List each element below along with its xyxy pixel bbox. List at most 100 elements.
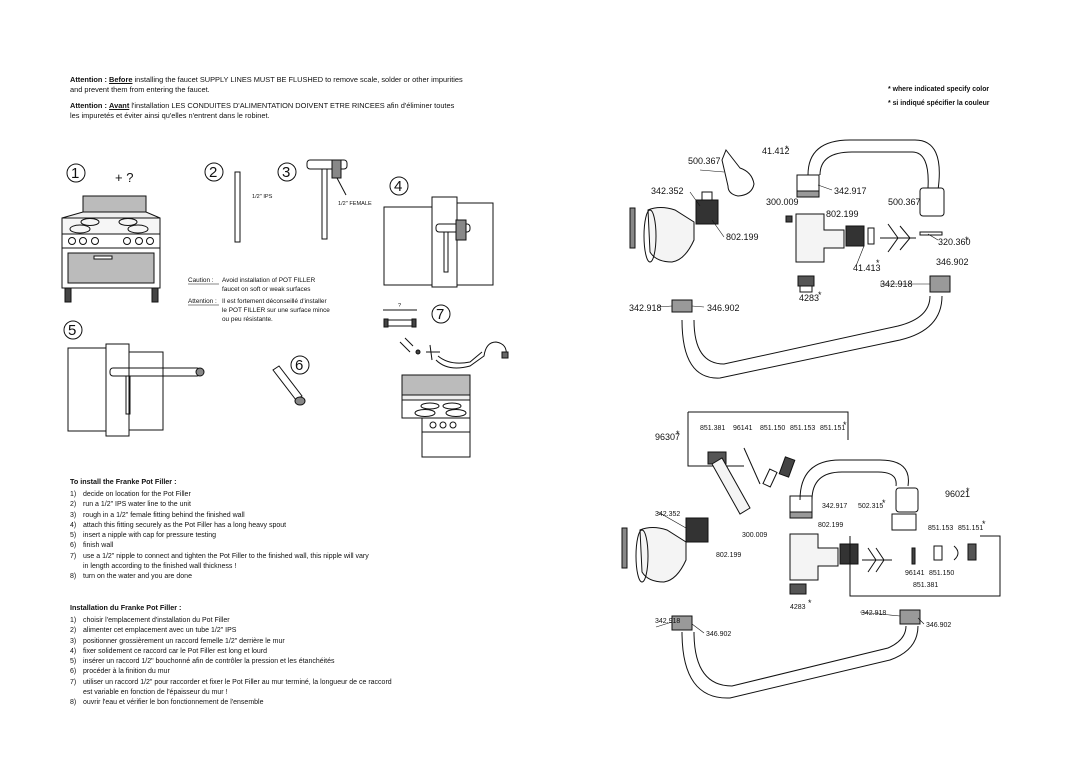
- install-fr-step: 2)alimenter cet emplacement avec un tube…: [70, 627, 237, 635]
- install-fr-step: 5)insérer un raccord 1/2" bouchonné afin…: [70, 658, 335, 666]
- install-en-step: 6)finish wall: [70, 542, 114, 550]
- part-851-381-b: 851.381: [913, 582, 938, 589]
- part-851-153-b: 851.153: [928, 525, 953, 532]
- wall-fitting-illustration: [383, 196, 494, 288]
- part-300-009-b: 300.009: [742, 532, 767, 539]
- caution-fr-line2: le POT FILLER sur une surface mince: [222, 307, 330, 314]
- part-342-917-b: 342.917: [822, 503, 847, 510]
- supply-pipe: [234, 171, 241, 243]
- part-342-352: 342.352: [651, 186, 684, 196]
- stove-illustration: [61, 195, 161, 303]
- attention-en-line1: installing the faucet SUPPLY LINES MUST …: [134, 75, 463, 84]
- install-en-step: 5)insert a nipple with cap for pressure …: [70, 532, 217, 540]
- step-number-7: 7: [436, 306, 444, 323]
- part-502-315: 502.315: [858, 503, 883, 510]
- part-41-412: 41.412: [762, 146, 790, 156]
- install-en-title: To install the Franke Pot Filler :: [70, 477, 177, 486]
- caution-label: Caution :: [188, 277, 214, 284]
- part-300-009: 300.009: [766, 197, 799, 207]
- part-342-918-b: 342.918: [629, 303, 662, 313]
- install-fr-step: 3)positionner grossièrement un raccord f…: [70, 637, 285, 645]
- attention-en: Attention : Before installing the faucet…: [70, 75, 463, 95]
- install-en-step: 3)rough in a 1/2" female fitting behind …: [70, 511, 245, 519]
- part-802-199-d: 802.199: [716, 552, 741, 559]
- caution-fr-line3: ou peu résistante.: [222, 316, 273, 323]
- part-500-367-b: 500.367: [888, 197, 921, 207]
- nipple-illustration: [383, 309, 417, 328]
- install-fr-step: 6)procéder à la finition du mur: [70, 668, 170, 676]
- small-pot-filler: [399, 337, 509, 369]
- attention-en-label: Attention :: [70, 75, 107, 84]
- step-circle-6: [290, 355, 310, 375]
- part-4283-b: 4283: [790, 604, 806, 611]
- attention-fr-line1: l'installation LES CONDUITES D'ALIMENTAT…: [131, 101, 455, 110]
- step-number-6: 6: [295, 357, 303, 374]
- install-fr-step: 7)utiliser un raccord 1/2" pour raccorde…: [70, 678, 392, 686]
- caution-line1: Avoid installation of POT FILLER: [222, 277, 316, 284]
- wall-pipe-illustration: [67, 343, 205, 437]
- step-number-3: 3: [282, 164, 290, 181]
- color-note-fr: * si indiqué spécifier la couleur: [888, 100, 990, 107]
- install-en-step: in length according to the finished wall…: [83, 563, 237, 571]
- install-en-step: 4)attach this fitting securely as the Po…: [70, 521, 287, 529]
- part-342-917: 342.917: [834, 186, 867, 196]
- install-en-step: 8)turn on the water and you are done: [70, 573, 192, 581]
- step-circle-5: [63, 320, 83, 340]
- part-96021-star: *: [966, 486, 970, 496]
- step-circle-2: [204, 162, 224, 182]
- install-fr-step: est variable en fonction de l'épaisseur …: [83, 689, 228, 697]
- part-41-413: 41.413: [853, 263, 881, 273]
- part-851-151-a: 851.151: [820, 425, 845, 432]
- part-4283-star: *: [818, 290, 822, 300]
- part-851-151-star: *: [843, 420, 847, 430]
- plus-question: + ?: [115, 170, 133, 185]
- part-96021: 96021: [945, 489, 970, 499]
- part-851-150-b: 851.150: [929, 570, 954, 577]
- test-nipple: [272, 365, 306, 406]
- top-exploded-view: [629, 139, 951, 379]
- part-96307: 96307: [655, 432, 680, 442]
- female-label: 1/2" FEMALE: [338, 201, 372, 207]
- attention-en-emphasis: Before: [109, 75, 133, 84]
- caution-fr-line1: Il est fortement déconseillé d'installer: [222, 298, 327, 305]
- step-circle-3: [277, 162, 297, 182]
- part-851-151-b-star: *: [982, 519, 986, 529]
- female-fitting: [306, 159, 348, 240]
- install-fr-step: 4)fixer solidement ce raccord car le Pot…: [70, 647, 268, 655]
- part-851-151-b: 851.151: [958, 525, 983, 532]
- part-802-199-c: 802.199: [818, 522, 843, 529]
- part-851-150-a: 851.150: [760, 425, 785, 432]
- part-346-902-c: 346.902: [926, 622, 951, 629]
- part-346-902-d: 346.902: [706, 631, 731, 638]
- part-41-412-star: *: [785, 144, 789, 154]
- attention-fr: Attention : Avant l'installation LES CON…: [70, 101, 454, 121]
- ips-label: 1/2" IPS: [252, 194, 273, 200]
- part-96141-b: 96141: [905, 570, 925, 577]
- install-en-step: 1)decide on location for the Pot Filler: [70, 491, 191, 498]
- attention-fr-emphasis: Avant: [109, 101, 130, 110]
- caution-fr-label: Attention :: [188, 298, 217, 305]
- color-note-en: * where indicated specify color: [888, 86, 990, 93]
- part-851-381-a: 851.381: [700, 425, 725, 432]
- step-number-2: 2: [209, 164, 217, 181]
- step-number-1: 1: [71, 165, 79, 182]
- step-circle-7: [431, 304, 451, 324]
- caution-line2: faucet on soft or weak surfaces: [222, 286, 310, 293]
- install-en-list: 1)decide on location for the Pot Filler …: [70, 490, 369, 583]
- step-circle-4: [389, 176, 409, 196]
- install-fr-list: 1)choisir l'emplacement d'installation d…: [70, 616, 392, 709]
- install-en-step: 7)use a 1/2" nipple to connect and tight…: [70, 552, 369, 560]
- nipple-length-label: ?: [398, 303, 401, 309]
- part-4283-b-star: *: [808, 598, 812, 608]
- part-342-918-d: 342.918: [655, 618, 680, 625]
- part-96307-star: *: [676, 429, 680, 439]
- kitchen-illustration: [401, 374, 471, 458]
- part-851-153-a: 851.153: [790, 425, 815, 432]
- install-fr-step: 1)choisir l'emplacement d'installation d…: [70, 617, 230, 624]
- step-number-5: 5: [68, 322, 76, 339]
- part-4283: 4283: [799, 293, 819, 303]
- part-346-902-b: 346.902: [707, 303, 740, 313]
- install-fr-title: Installation du Franke Pot Filler :: [70, 603, 182, 612]
